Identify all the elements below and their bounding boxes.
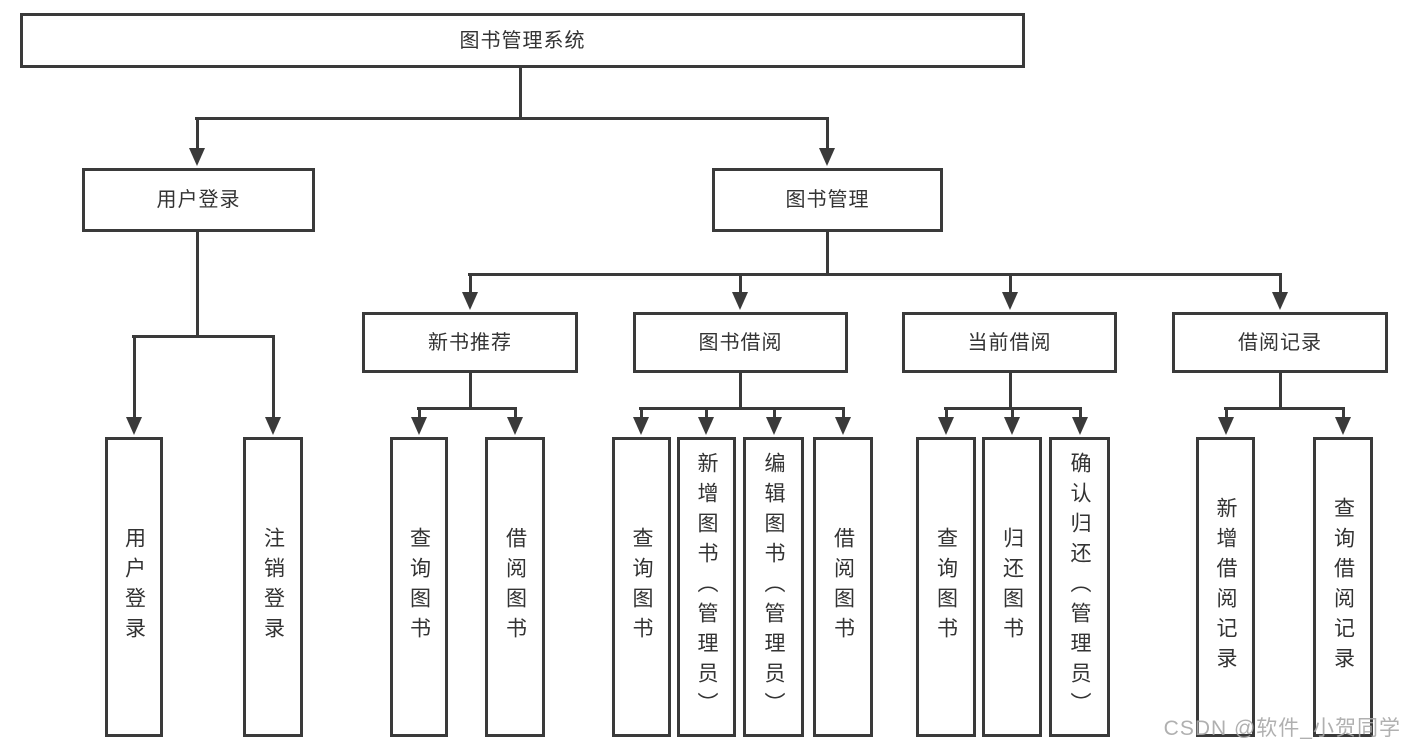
node-leaf-borrow-books: 借阅图书: [813, 437, 873, 737]
connector-vline: [842, 407, 845, 421]
connector-vline: [519, 68, 522, 120]
arrow-down-icon: [1335, 417, 1351, 435]
node-label: 归还图书: [1000, 527, 1024, 647]
connector-hline: [132, 335, 275, 338]
connector-vline: [469, 373, 472, 410]
node-label: 新书推荐: [428, 331, 512, 354]
connector-vline: [514, 407, 517, 421]
connector-hline: [639, 407, 845, 410]
node-label: 查询图书: [630, 527, 653, 647]
connector-vline: [739, 373, 742, 410]
node-leaf-add-borrow-record: 新增借阅记录: [1196, 437, 1255, 737]
arrow-down-icon: [1002, 292, 1018, 310]
connector-vline: [739, 273, 742, 295]
node-label: 查询借阅记录: [1331, 497, 1355, 677]
connector-vline: [1342, 407, 1345, 421]
connector-vline: [945, 407, 948, 421]
node-label: 确认归还（管理员）: [1068, 452, 1091, 722]
connector-vline: [640, 407, 643, 421]
arrow-down-icon: [1072, 417, 1088, 435]
node-label: 借阅图书: [503, 527, 527, 647]
connector-vline: [1279, 273, 1282, 295]
connector-vline: [1079, 407, 1082, 421]
connector-hline: [195, 117, 829, 120]
arrow-down-icon: [633, 417, 649, 435]
connector-vline: [705, 407, 708, 421]
node-label: 新增借阅记录: [1214, 497, 1237, 677]
node-leaf-query-books-current: 查询图书: [916, 437, 976, 737]
arrow-down-icon: [1272, 292, 1288, 310]
connector-hline: [1224, 407, 1345, 410]
node-user-login: 用户登录: [82, 168, 315, 232]
connector-vline: [826, 232, 829, 276]
connector-vline: [1279, 373, 1282, 410]
node-leaf-borrow-books-recommend: 借阅图书: [485, 437, 545, 737]
node-label: 当前借阅: [967, 331, 1052, 354]
node-borrow-record: 借阅记录: [1172, 312, 1388, 373]
node-leaf-user-login: 用户登录: [105, 437, 163, 737]
arrow-down-icon: [835, 417, 851, 435]
arrow-down-icon: [732, 292, 748, 310]
arrow-down-icon: [265, 417, 281, 435]
node-label: 新增图书（管理员）: [695, 452, 718, 722]
arrow-down-icon: [938, 417, 954, 435]
arrow-down-icon: [766, 417, 782, 435]
connector-vline: [133, 335, 136, 419]
connector-vline: [826, 117, 829, 150]
node-label: 图书借阅: [698, 331, 783, 354]
node-label: 图书管理: [785, 189, 870, 211]
node-label: 用户登录: [122, 527, 146, 647]
node-leaf-query-borrow-record: 查询借阅记录: [1313, 437, 1373, 737]
node-leaf-logout: 注销登录: [243, 437, 303, 737]
node-label: 注销登录: [261, 527, 285, 647]
arrow-down-icon: [1004, 417, 1020, 435]
node-current-borrow: 当前借阅: [902, 312, 1117, 373]
node-leaf-confirm-return-admin: 确认归还（管理员）: [1049, 437, 1110, 737]
connector-vline: [272, 335, 275, 419]
node-label: 编辑图书（管理员）: [762, 452, 785, 722]
node-leaf-query-books-borrow: 查询图书: [612, 437, 671, 737]
arrow-down-icon: [462, 292, 478, 310]
connector-vline: [773, 407, 776, 421]
csdn-watermark: CSDN @软件_小贺同学: [1163, 717, 1401, 740]
arrow-down-icon: [698, 417, 714, 435]
node-leaf-query-books-recommend: 查询图书: [390, 437, 448, 737]
arrow-down-icon: [507, 417, 523, 435]
connector-vline: [196, 117, 199, 150]
arrow-down-icon: [1218, 417, 1234, 435]
connector-vline: [196, 232, 199, 338]
connector-vline: [1009, 273, 1012, 295]
node-label: 查询图书: [934, 527, 958, 647]
node-new-book-recommend: 新书推荐: [362, 312, 578, 373]
node-library-management-system: 图书管理系统: [20, 13, 1025, 68]
node-book-management: 图书管理: [712, 168, 943, 232]
arrow-down-icon: [411, 417, 427, 435]
node-leaf-edit-book-admin: 编辑图书（管理员）: [743, 437, 804, 737]
arrow-down-icon: [189, 148, 205, 166]
node-leaf-add-book-admin: 新增图书（管理员）: [677, 437, 736, 737]
connector-vline: [469, 273, 472, 295]
node-label: 借阅记录: [1238, 331, 1322, 354]
connector-vline: [418, 407, 421, 421]
node-book-borrow: 图书借阅: [633, 312, 848, 373]
connector-hline: [468, 273, 1282, 276]
node-label: 借阅图书: [831, 527, 855, 647]
arrow-down-icon: [126, 417, 142, 435]
node-leaf-return-books: 归还图书: [982, 437, 1042, 737]
connector-hline: [417, 407, 517, 410]
connector-vline: [1009, 373, 1012, 410]
node-label: 图书管理系统: [459, 29, 586, 52]
connector-vline: [1011, 407, 1014, 421]
node-label: 用户登录: [156, 189, 241, 211]
node-label: 查询图书: [407, 527, 431, 647]
connector-vline: [1225, 407, 1228, 421]
arrow-down-icon: [819, 148, 835, 166]
